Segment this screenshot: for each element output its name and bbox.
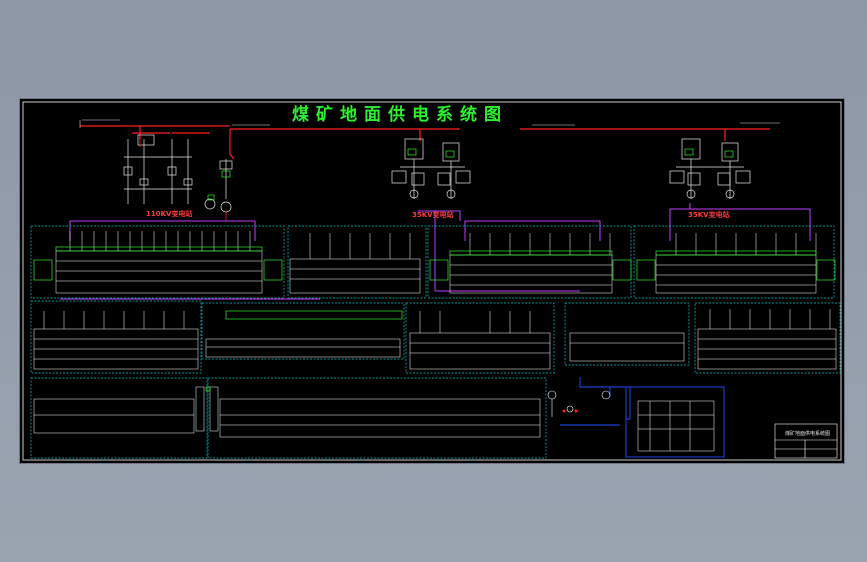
busbar-annotations	[79, 119, 780, 128]
red-markers	[562, 409, 578, 413]
station-label-35kv-b: 35KV变电站	[688, 211, 730, 219]
switchgear-panels	[33, 250, 837, 438]
substation-110kv-red	[139, 139, 227, 221]
substation-35kv-b	[669, 138, 751, 199]
substation-35kv-a-green	[407, 148, 455, 158]
small-substation-panel	[637, 400, 715, 452]
small-switches	[547, 390, 611, 417]
substation-35kv-b-green	[684, 148, 734, 158]
diagram-title: 煤矿地面供电系统图	[292, 105, 508, 125]
link-lines	[560, 377, 725, 458]
substation-35kv-a	[391, 138, 471, 199]
panel-borders	[33, 246, 836, 392]
substation-110kv-detail	[207, 170, 231, 201]
substation-110kv	[123, 134, 233, 213]
title-block-label: 煤矿地面供电系统图	[785, 431, 831, 437]
main-busbars	[80, 125, 770, 160]
station-label-110kv: 110KV变电站	[146, 210, 193, 218]
drawing-canvas: 煤矿地面供电系统图 110KV变电站 35KV变电站 35KV变电站 煤矿地面供…	[20, 99, 844, 463]
drawing-border	[22, 101, 842, 461]
title-block	[774, 423, 838, 459]
feeder-taps	[43, 231, 831, 333]
station-label-35kv-a: 35KV变电站	[412, 211, 454, 219]
power-supply-diagram	[22, 101, 842, 461]
section-frames	[30, 225, 841, 459]
